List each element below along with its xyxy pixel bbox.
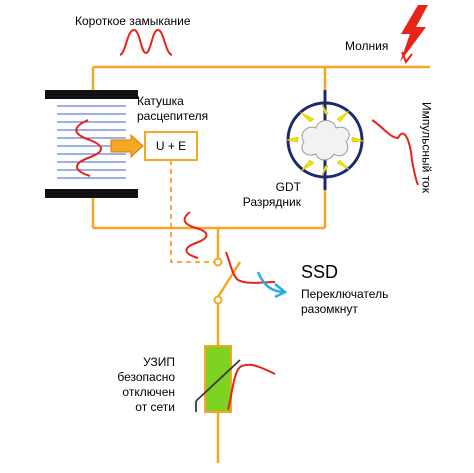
- uzip-label-line3: отключен: [122, 385, 175, 399]
- coil-arrow: [110, 133, 144, 159]
- coil-label-line2: расцепителя: [137, 109, 209, 123]
- control-dashed-line: [170, 160, 215, 263]
- varistor-body: [204, 345, 232, 413]
- coil-top-plate: [45, 90, 138, 99]
- uzip-label-line2: безопасно: [117, 370, 175, 384]
- coil-waveform: [75, 119, 102, 177]
- lightning-arrow: [401, 51, 413, 65]
- ssd-label: SSD: [301, 262, 339, 282]
- varistor-waveform: [227, 363, 276, 411]
- gdt-discharge-cloud: [301, 120, 350, 161]
- coil-icon: [45, 90, 144, 198]
- switch-open-arrow: [256, 271, 288, 299]
- lightning-bolt-icon: [400, 5, 428, 62]
- impulse-current-waveform: [371, 119, 419, 186]
- switch-label-line2: разомкнут: [301, 302, 358, 316]
- gdt-discharge-icon: [285, 90, 365, 190]
- coil-label: Катушка расцепителя: [137, 94, 208, 124]
- gdt-label: GDT Разрядник: [233, 180, 301, 210]
- ue-box-label: U + E: [155, 139, 187, 153]
- switch-contact-bottom: [213, 295, 223, 305]
- varistor-icon: [195, 345, 276, 413]
- uzip-label-line1: УЗИП: [143, 355, 175, 369]
- ue-box: [144, 131, 198, 161]
- gdt-label-line1: GDT: [275, 180, 301, 194]
- switch-label-line1: Переключатель: [301, 287, 389, 301]
- impulse-current-label: Импульсный ток: [419, 102, 434, 193]
- gdt-label-line2: Разрядник: [242, 195, 301, 209]
- switch-label: Переключатель разомкнут: [301, 287, 388, 317]
- switch-waveform: [225, 251, 276, 284]
- uzip-label-line4: от сети: [135, 400, 175, 414]
- switch-blade: [216, 261, 242, 298]
- short-circuit-label: Короткое замыкание: [75, 14, 191, 28]
- lightning-label: Молния: [345, 39, 389, 53]
- short-circuit-waveform: [119, 28, 173, 56]
- circuit-wires: [91, 65, 430, 463]
- coil-windings: [57, 105, 126, 179]
- switch-contact-top: [213, 257, 223, 267]
- coil-label-line1: Катушка: [137, 94, 184, 108]
- switch-icon: [213, 251, 288, 305]
- coil-bottom-plate: [45, 189, 138, 198]
- gdt-sparks: [285, 103, 365, 177]
- line-current-waveform: [183, 211, 208, 259]
- varistor-slash: [195, 359, 241, 402]
- uzip-label: УЗИП безопасно отключен от сети: [95, 355, 175, 415]
